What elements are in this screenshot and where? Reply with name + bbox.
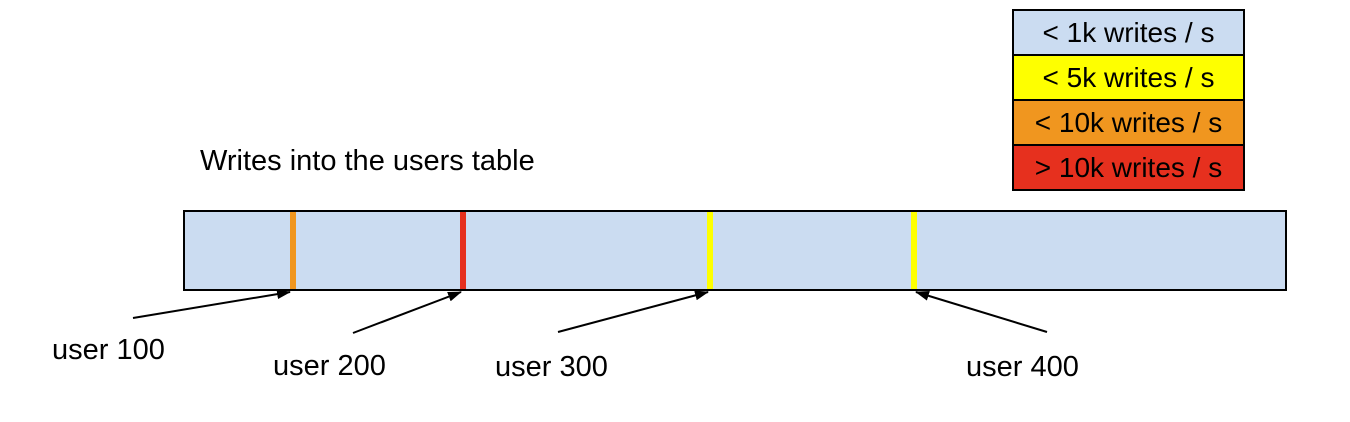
legend-item-lt-1k: < 1k writes / s [1012,9,1245,56]
callout-label-user-200: user 200 [273,350,386,382]
write-hotspot-marker-user-200 [460,212,466,289]
callout-label-user-100: user 100 [52,334,165,366]
write-hotspot-marker-user-300 [707,212,713,289]
arrow-user-100 [132,289,291,319]
legend: < 1k writes / s < 5k writes / s < 10k wr… [1012,9,1245,191]
legend-item-lt-5k: < 5k writes / s [1012,54,1245,101]
legend-item-lt-10k: < 10k writes / s [1012,99,1245,146]
callout-label-user-300: user 300 [495,351,608,383]
legend-item-gt-10k: > 10k writes / s [1012,144,1245,191]
users-table-bar [183,210,1287,291]
legend-item-lt-10k-label: < 10k writes / s [1034,106,1223,138]
diagram-title: Writes into the users table [200,145,535,177]
write-hotspot-marker-user-400 [911,212,917,289]
legend-item-lt-1k-label: < 1k writes / s [1042,16,1215,48]
callout-label-user-400: user 400 [966,351,1079,383]
arrow-user-400 [915,291,1048,333]
write-hotspot-marker-user-100 [290,212,296,289]
legend-item-gt-10k-label: > 10k writes / s [1034,151,1223,183]
arrow-user-200 [352,291,462,334]
arrow-user-300 [557,290,709,333]
legend-item-lt-5k-label: < 5k writes / s [1042,61,1215,93]
